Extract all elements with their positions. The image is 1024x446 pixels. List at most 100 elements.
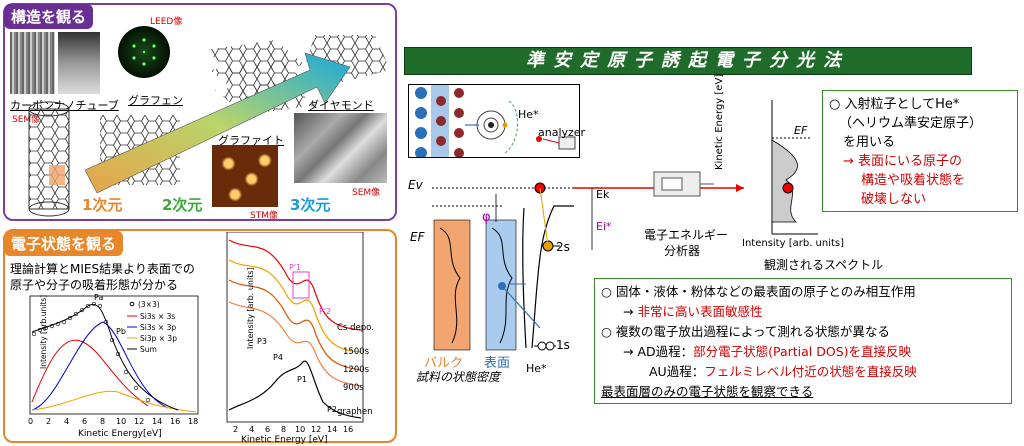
- svg-text:4: 4: [64, 417, 69, 426]
- infobox-2-au: AU過程：: [649, 364, 705, 379]
- svg-text:P'2: P'2: [319, 307, 331, 316]
- ef-label: EF: [410, 230, 425, 244]
- infobox-1-line-3: を用いる: [843, 135, 896, 150]
- spectrum-caption: 観測されるスペクトル: [764, 258, 884, 272]
- sem-label-1: SEM像: [12, 115, 41, 125]
- one-s-label: 1s: [556, 338, 570, 352]
- svg-text:1200s: 1200s: [343, 365, 370, 375]
- svg-text:2: 2: [46, 417, 51, 426]
- svg-text:Si3p × 3p: Si3p × 3p: [140, 334, 177, 343]
- svg-text:6: 6: [82, 417, 87, 426]
- chart-left: Intensity [arb.units] 0 2 4 6 8 10 12 14…: [28, 293, 199, 439]
- chart-left-si3p3p: [31, 390, 197, 413]
- chart-right-curve-labels: Cs depo. 1500s 1200s 900s graphen: [337, 323, 374, 417]
- infobox-2-line-1: ○ 固体・液体・粉体などの最表面の原子とのみ相互作用: [601, 284, 916, 299]
- svg-text:P'1: P'1: [289, 263, 301, 272]
- infobox-2-line-3: ○ 複数の電子放出過程によって測れる状態が異なる: [601, 324, 890, 339]
- electronic-desc-2: 原子や分子の吸着形態が分かる: [10, 278, 179, 292]
- svg-text:12: 12: [311, 425, 321, 434]
- stm-image: [212, 145, 278, 207]
- chart-left-xlabel: Kinetic Energy[eV]: [78, 429, 162, 439]
- chart-left-sum: [31, 304, 179, 411]
- svg-text:8: 8: [281, 425, 286, 434]
- infobox-1-line-2: （ヘリウム準安定原子）: [839, 116, 983, 131]
- svg-text:4: 4: [249, 425, 254, 434]
- dim3-label: 3次元: [290, 196, 331, 214]
- surface-inset: [408, 84, 580, 158]
- ev-label: Ev: [408, 178, 423, 192]
- electronic-panel: [3, 229, 397, 443]
- sem-label-2: SEM像: [352, 188, 381, 198]
- he-star-label-2: He*: [526, 362, 547, 375]
- chart-left-legend: (3×3) Si3s × 3s Si3s × 3p Si3p × 3p Sum: [127, 300, 177, 354]
- structure-panel: [3, 3, 397, 221]
- graphite-label: グラファイト: [218, 134, 284, 147]
- surface-label: 表面: [484, 356, 511, 371]
- svg-text:1500s: 1500s: [343, 347, 370, 357]
- infobox-2-line-2: → 非常に高い表面敏感性: [601, 302, 1005, 322]
- svg-text:12: 12: [134, 417, 144, 426]
- svg-text:P4: P4: [273, 353, 283, 362]
- infobox-1-line-4: → 表面にいる原子の: [843, 154, 963, 169]
- svg-text:P2: P2: [327, 405, 337, 414]
- infobox-2-arrow-1: →: [623, 304, 638, 319]
- svg-text:18: 18: [188, 417, 198, 426]
- chart-right-cs-depo: [228, 239, 362, 331]
- bulk-label: バルク: [424, 356, 464, 371]
- cnt-sem-image-2: [58, 32, 100, 94]
- electronic-tag: 電子状態を観る: [4, 231, 124, 256]
- svg-text:16: 16: [343, 425, 353, 434]
- stm-label: STM像: [250, 211, 278, 221]
- chart-left-peak-a: Pa: [94, 293, 103, 302]
- method-title: 準安定原子誘起電子分光法: [404, 47, 972, 75]
- chart-right-graphen: [228, 360, 362, 419]
- infobox-1-line-6: 破壊しない: [861, 192, 927, 207]
- nanotube-drawing: [28, 101, 70, 217]
- graphene-label: グラフェン: [128, 94, 183, 107]
- analyzer-label: analyzer: [538, 126, 586, 139]
- svg-text:0: 0: [28, 417, 33, 426]
- chart-left-ylabel: Intensity [arb.units]: [39, 295, 48, 369]
- chart-left-si3s3p: [31, 321, 169, 411]
- dimension-arrow: [84, 52, 351, 194]
- diamond-label: ダイヤモンド: [308, 99, 374, 112]
- infobox-2-line-5: AU過程：フェルミレベル付近の状態を直接反映: [601, 362, 1005, 382]
- two-s-label: 2s: [556, 240, 570, 254]
- svg-text:Si3s × 3p: Si3s × 3p: [140, 323, 176, 332]
- svg-text:6: 6: [265, 425, 270, 434]
- chart-left-peak-b: Pb: [116, 327, 126, 336]
- analyzer-jp-1: 電子エネルギー: [644, 228, 729, 242]
- svg-text:16: 16: [170, 417, 180, 426]
- cnt-sem-image-1: [10, 32, 55, 94]
- energy-diagram: [432, 171, 744, 351]
- svg-text:14: 14: [152, 417, 162, 426]
- leed-image: [118, 26, 170, 78]
- chart-right-900s: [228, 301, 362, 387]
- svg-text:Si3s × 3s: Si3s × 3s: [140, 312, 175, 321]
- svg-text:P1: P1: [297, 375, 307, 384]
- chart-right-highlight: [292, 271, 310, 299]
- infobox-1-line-1: ○ 入射粒子としてHe*: [829, 97, 960, 112]
- structure-tag: 構造を観る: [4, 4, 94, 29]
- spectrum-chart: [771, 100, 818, 235]
- analyzer-device: [653, 171, 714, 197]
- he-star-label: He*: [518, 108, 539, 121]
- infobox-2-ad: → AD過程：: [623, 344, 694, 359]
- chart-right-xlabel: Kinetic Energy [eV]: [241, 435, 328, 444]
- leed-label: LEED像: [150, 17, 183, 27]
- infobox-1: ○ 入射粒子としてHe* （ヘリウム準安定原子） を用いる → 表面にいる原子の…: [822, 90, 1018, 212]
- ei-label: Ei*: [596, 220, 612, 233]
- infobox-2-line-4: → AD過程：部分電子状態(Partial DOS)を直接反映: [601, 342, 1005, 362]
- svg-text:8: 8: [100, 417, 105, 426]
- dim1-label: 1次元: [82, 196, 123, 214]
- dim2-label: 2次元: [162, 196, 203, 214]
- svg-text:900s: 900s: [343, 383, 364, 393]
- svg-text:Cs depo.: Cs depo.: [337, 323, 374, 333]
- electronic-desc-1: 理論計算とMIES結果より表面での: [10, 262, 195, 276]
- ek-label: Ek: [596, 188, 610, 201]
- infobox-1-line-5: 構造や吸着状態を: [861, 173, 966, 188]
- svg-text:10: 10: [116, 417, 126, 426]
- spectrum-ef-label: EF: [794, 124, 808, 137]
- svg-text:Sum: Sum: [140, 345, 157, 354]
- chart-right: Intensity [arb. units] 2 4 6 8 10 12 14 …: [226, 232, 374, 444]
